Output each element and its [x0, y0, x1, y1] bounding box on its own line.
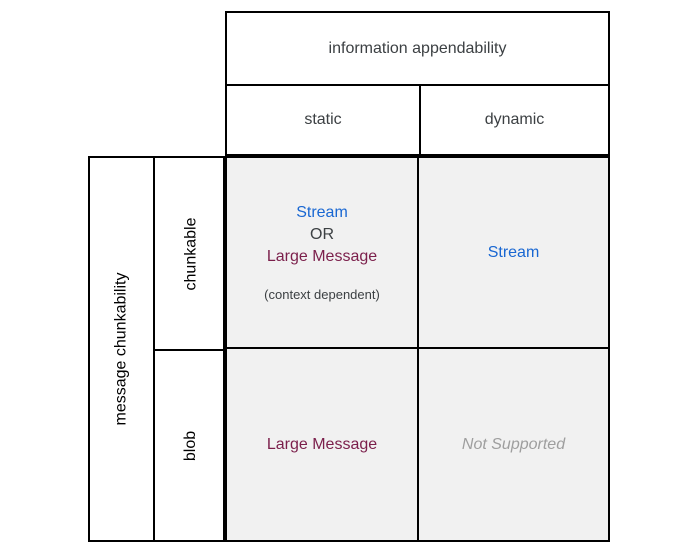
row-header-chunkable-label: chunkable [182, 217, 200, 290]
column-header-row: static dynamic [227, 86, 608, 154]
cell-chunkable-static-or: OR [310, 226, 334, 243]
row-header-table: message chunkability chunkable blob [88, 156, 228, 542]
cell-chunkable-static: Stream OR Large Message (context depende… [227, 158, 419, 349]
column-header-table: information appendability static dynamic [225, 11, 610, 156]
matrix-grid: Stream OR Large Message (context depende… [225, 156, 610, 542]
column-header-dynamic: dynamic [484, 111, 545, 128]
cell-chunkable-static-option-large-message: Large Message [266, 248, 378, 265]
cell-blob-dynamic-label: Not Supported [461, 435, 566, 453]
row-header-cells: chunkable blob [155, 158, 228, 540]
cell-chunkable-dynamic-label: Stream [487, 243, 540, 261]
column-header-static: static [227, 86, 421, 154]
cell-blob-dynamic: Not Supported [419, 349, 608, 540]
row-header-chunkable: chunkable [155, 158, 228, 351]
row-header-blob-label: blob [182, 430, 200, 461]
cell-blob-static-label: Large Message [266, 435, 378, 453]
cell-chunkable-static-option-stream: Stream [296, 204, 348, 221]
row-group-header-label: message chunkability [112, 272, 130, 426]
row-group-header: message chunkability [90, 158, 155, 540]
cell-blob-static: Large Message [227, 349, 419, 540]
row-header-blob: blob [155, 351, 228, 540]
column-group-header: information appendability [227, 13, 608, 86]
cell-chunkable-static-note: (context dependent) [264, 287, 380, 302]
cell-chunkable-dynamic: Stream [419, 158, 608, 349]
